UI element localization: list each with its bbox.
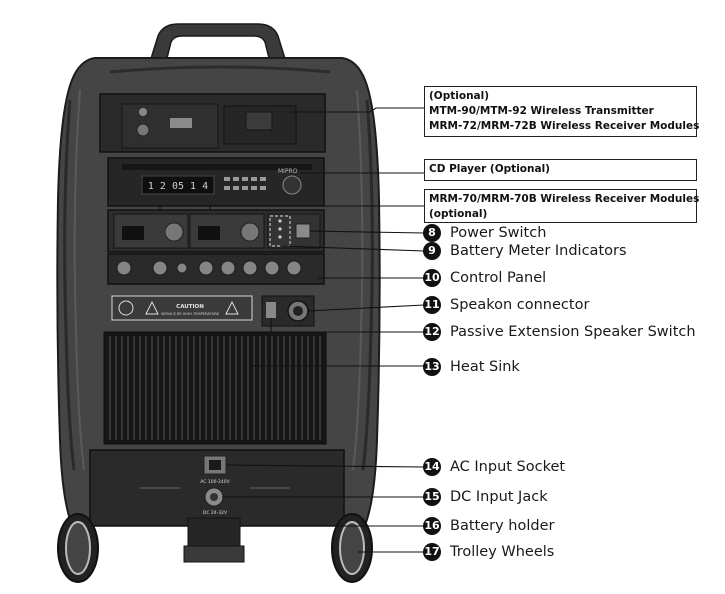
callout-box-line: (Optional) xyxy=(429,90,490,102)
callout-box-line: MRM-70/MRM-70B Wireless Receiver Modules xyxy=(429,193,700,205)
battery-meter-indicators xyxy=(269,215,291,247)
callout-box-line: MTM-90/MTM-92 Wireless Transmitter xyxy=(429,105,654,117)
callout-box-line: CD Player (Optional) xyxy=(429,163,550,175)
leader-line xyxy=(309,230,425,234)
trolley-wheel-left xyxy=(57,513,99,583)
callout-number: 16 xyxy=(423,517,441,535)
callout-label: Trolley Wheels xyxy=(450,544,555,560)
callout-number: 9 xyxy=(423,242,441,260)
callout-label: Control Panel xyxy=(450,270,547,286)
callout-label: DC Input Jack xyxy=(450,489,548,505)
battery-holder xyxy=(187,517,241,547)
leader-line xyxy=(281,245,425,252)
leader-line xyxy=(159,205,424,210)
caution-title: CAUTION xyxy=(176,304,204,310)
callout-box-line: MRM-72/MRM-72B Wireless Receiver Modules xyxy=(429,120,700,132)
callout-number: 14 xyxy=(423,458,441,476)
callout-label: Power Switch xyxy=(450,225,547,241)
leader-line xyxy=(307,304,425,312)
callout-label: Passive Extension Speaker Switch xyxy=(450,324,696,340)
warning-icon xyxy=(145,300,159,315)
leader-line xyxy=(225,464,425,468)
ac-label: AC 100-240V xyxy=(200,479,230,485)
power-switch xyxy=(295,223,311,239)
cd-display xyxy=(141,175,215,195)
callout-number: 15 xyxy=(423,488,441,506)
callout-box-optional-modules: (Optional) MTM-90/MTM-92 Wireless Transm… xyxy=(424,86,700,137)
leader-line xyxy=(270,318,424,333)
heat-sink xyxy=(103,331,327,445)
callout-box-line: (optional) xyxy=(429,208,488,220)
trolley-wheel-right xyxy=(331,513,373,583)
callout-number: 17 xyxy=(423,543,441,561)
callout-number: 12 xyxy=(423,323,441,341)
callout-label: AC Input Socket xyxy=(450,459,566,475)
callout-number: 13 xyxy=(423,358,441,376)
module-knob-icon xyxy=(139,108,147,116)
cd-brand: MIPRO xyxy=(278,168,298,175)
callout-number: 10 xyxy=(423,269,441,287)
cd-display-text: 1 2 05 1 4 xyxy=(148,181,208,192)
leader-line xyxy=(290,107,424,113)
callout-label: Battery holder xyxy=(450,518,555,534)
dc-label: DC 24-32V xyxy=(203,510,228,516)
trolley-handle xyxy=(148,23,288,63)
callout-box-cd-player: CD Player (Optional) xyxy=(424,159,697,181)
callout-number: 11 xyxy=(423,296,441,314)
callout-label: Heat Sink xyxy=(450,359,520,375)
extension-speaker-switch xyxy=(266,302,276,318)
callout-box-receiver-modules: MRM-70/MRM-70B Wireless Receiver Modules… xyxy=(424,189,700,223)
callout-number: 8 xyxy=(423,224,441,242)
callout-label: Speakon connector xyxy=(450,297,590,313)
caution-body: SERVICE BY HIGH TEMPERATURE xyxy=(161,312,220,316)
callout-label: Battery Meter Indicators xyxy=(450,243,627,259)
